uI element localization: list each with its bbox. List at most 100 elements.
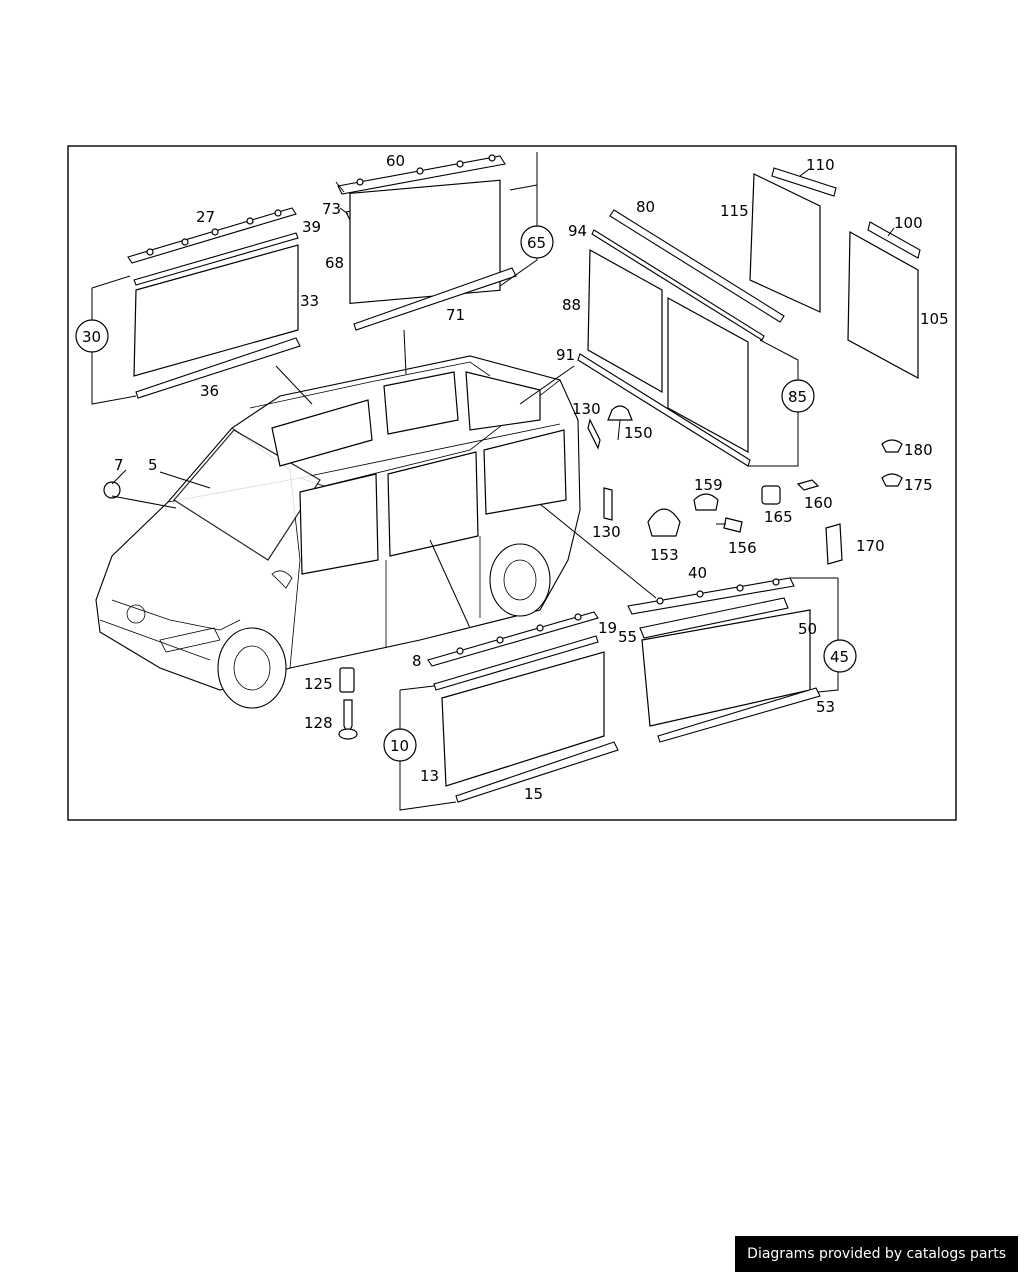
part-88-panel-right bbox=[667, 296, 749, 454]
callout-128: 128 bbox=[304, 714, 333, 732]
group-65-parts bbox=[337, 152, 554, 331]
callout-labels: 60 73 68 71 65 27 39 33 30 36 80 94 88 9… bbox=[82, 152, 949, 803]
callout-100: 100 bbox=[894, 214, 923, 232]
part-165-sleeve bbox=[761, 485, 781, 505]
callout-30: 30 bbox=[82, 328, 101, 346]
part-160-pin bbox=[796, 479, 820, 491]
part-36-strip bbox=[135, 337, 301, 399]
callout-bubble-30 bbox=[75, 319, 109, 353]
callout-7: 7 bbox=[114, 456, 124, 474]
callout-165: 165 bbox=[764, 508, 793, 526]
callout-125: 125 bbox=[304, 675, 333, 693]
callout-33: 33 bbox=[300, 292, 319, 310]
callout-36: 36 bbox=[200, 382, 219, 400]
callout-159: 159 bbox=[694, 476, 723, 494]
callout-130-upper: 130 bbox=[572, 400, 601, 418]
callout-27: 27 bbox=[196, 208, 215, 226]
van-side-window-rear bbox=[483, 429, 567, 515]
part-105-panel bbox=[847, 230, 919, 380]
callout-39: 39 bbox=[302, 218, 321, 236]
callout-15: 15 bbox=[524, 785, 543, 803]
van-side-window-mid bbox=[387, 451, 479, 557]
callout-19: 19 bbox=[598, 619, 617, 637]
callout-175: 175 bbox=[904, 476, 933, 494]
van-badge bbox=[126, 604, 146, 624]
part-68-panel bbox=[349, 179, 501, 305]
callout-53: 53 bbox=[816, 698, 835, 716]
part-13-panel bbox=[441, 651, 605, 787]
group-45-parts bbox=[627, 577, 857, 743]
part-175-clip bbox=[881, 473, 903, 487]
part-53-strip bbox=[657, 687, 821, 743]
callout-50: 50 bbox=[798, 620, 817, 638]
part-71-strip bbox=[353, 267, 517, 331]
callout-bubble-85 bbox=[781, 379, 815, 413]
part-130-clip-lower bbox=[603, 487, 613, 521]
part-180-clip bbox=[881, 439, 903, 453]
callout-8: 8 bbox=[412, 652, 422, 670]
part-153-cap bbox=[647, 508, 681, 537]
van-roof-window-a bbox=[271, 399, 373, 467]
part-170-bracket bbox=[825, 523, 843, 565]
van-illustration bbox=[95, 355, 581, 709]
callout-68: 68 bbox=[325, 254, 344, 272]
van-roof-window-c bbox=[465, 371, 541, 431]
callout-13: 13 bbox=[420, 767, 439, 785]
callout-80: 80 bbox=[636, 198, 655, 216]
callout-115: 115 bbox=[720, 202, 749, 220]
group-30-parts bbox=[75, 207, 301, 405]
part-150-screw bbox=[607, 405, 633, 421]
part-33-panel bbox=[133, 244, 299, 377]
callout-73: 73 bbox=[322, 200, 341, 218]
group-110-115 bbox=[749, 167, 837, 313]
callout-71: 71 bbox=[446, 306, 465, 324]
part-159-clip bbox=[693, 493, 719, 511]
van-side-window-front bbox=[299, 473, 379, 575]
part-88-panel-left bbox=[587, 248, 663, 394]
diagram-frame bbox=[67, 145, 957, 821]
leader-lines bbox=[111, 169, 895, 629]
part-7-grommet bbox=[103, 481, 121, 499]
part-115-panel bbox=[749, 173, 821, 313]
part-40-rail bbox=[627, 577, 795, 615]
part-100-clip bbox=[867, 221, 921, 259]
callout-153: 153 bbox=[650, 546, 679, 564]
part-27-rail bbox=[127, 207, 297, 264]
callout-88: 88 bbox=[562, 296, 581, 314]
callout-160: 160 bbox=[804, 494, 833, 512]
callout-180: 180 bbox=[904, 441, 933, 459]
callout-110: 110 bbox=[806, 156, 835, 174]
callout-40: 40 bbox=[688, 564, 707, 582]
callout-bubble-10 bbox=[383, 728, 417, 762]
group-85-parts bbox=[577, 209, 815, 467]
callout-65: 65 bbox=[527, 234, 546, 252]
callout-105: 105 bbox=[920, 310, 949, 328]
van-roof-window-b bbox=[383, 371, 459, 435]
callout-130-lower: 130 bbox=[592, 523, 621, 541]
footer-credit: Diagrams provided by catalogs parts bbox=[735, 1236, 1018, 1272]
part-130-clip-upper bbox=[587, 418, 601, 450]
callout-94: 94 bbox=[568, 222, 587, 240]
part-156-screw bbox=[723, 517, 743, 533]
group-100-105 bbox=[847, 221, 921, 380]
van-rear-wheel bbox=[489, 543, 551, 617]
callout-170: 170 bbox=[856, 537, 885, 555]
callout-156: 156 bbox=[728, 539, 757, 557]
fasteners bbox=[103, 405, 903, 740]
part-19-strip bbox=[433, 635, 599, 691]
callout-5: 5 bbox=[148, 456, 158, 474]
callout-10: 10 bbox=[390, 737, 409, 755]
callout-85: 85 bbox=[788, 388, 807, 406]
van-front-wheel bbox=[217, 627, 287, 709]
callout-150: 150 bbox=[624, 424, 653, 442]
callout-60: 60 bbox=[386, 152, 405, 170]
callout-55: 55 bbox=[618, 628, 637, 646]
part-125-nut bbox=[339, 667, 355, 693]
callout-91: 91 bbox=[556, 346, 575, 364]
part-15-strip bbox=[455, 741, 619, 803]
group-10-parts bbox=[383, 611, 619, 811]
callout-bubble-65 bbox=[520, 225, 554, 259]
callout-bubble-45 bbox=[823, 639, 857, 673]
callout-45: 45 bbox=[830, 648, 849, 666]
